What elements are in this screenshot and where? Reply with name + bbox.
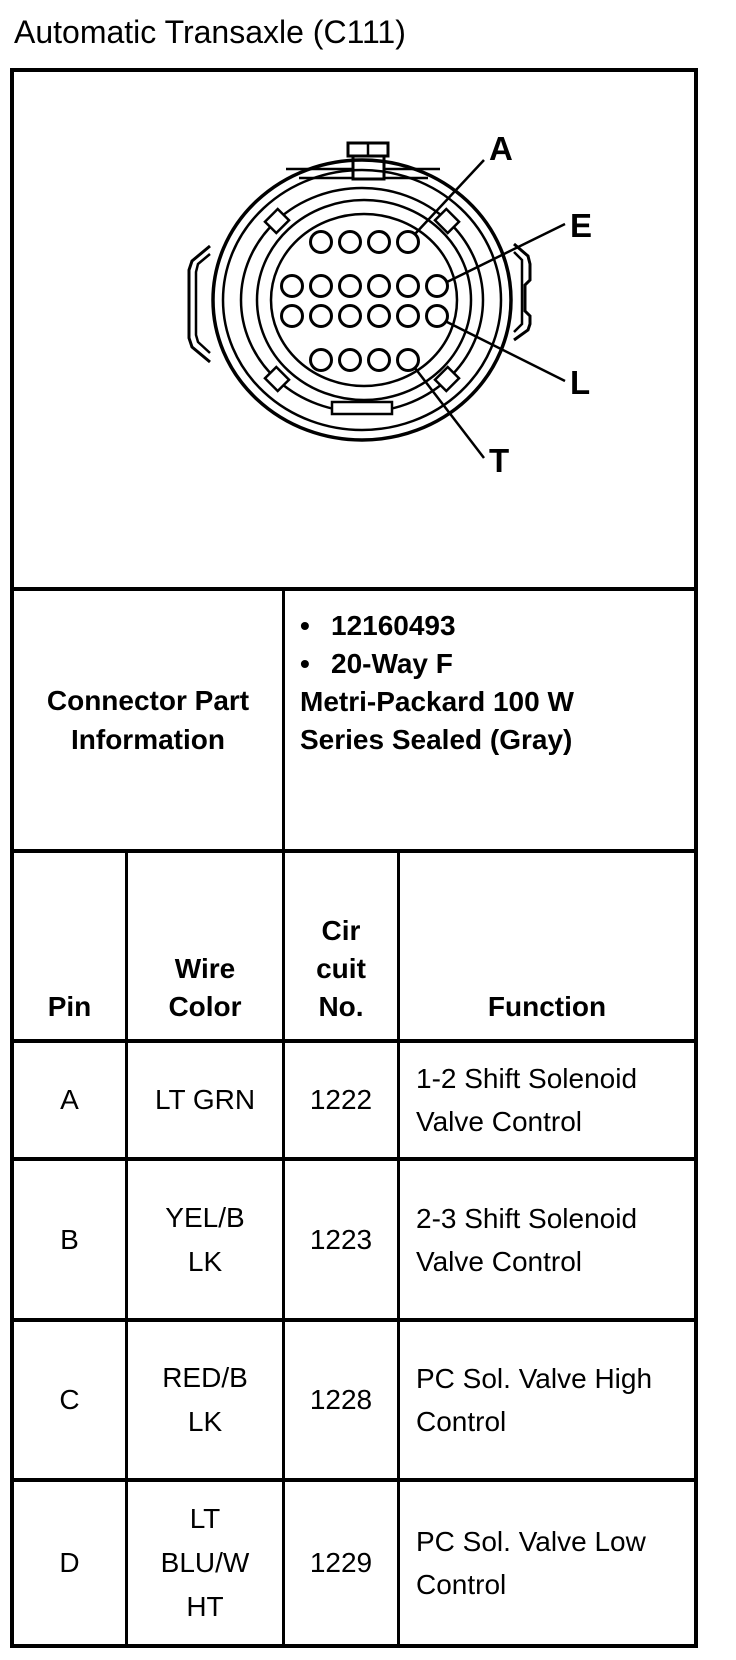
left-wing-tab [187,244,211,364]
pin-a [396,230,420,254]
function-cell: PC Sol. Valve Low Control [397,1482,694,1644]
callout-label-a: A [489,130,513,167]
page-title: Automatic Transaxle (C111) [14,14,406,50]
wire-color-cell: YEL/B LK [125,1161,282,1318]
connector-table: A E L T Connector Part Information •1216… [10,68,698,1648]
callout-label-e: E [570,207,592,244]
circuit-no-cell: 1229 [282,1482,397,1644]
connector-part-info-label: Connector Part Information [46,685,250,755]
connector-part-info-row: Connector Part Information •12160493 •20… [14,587,694,849]
pin-grid [280,230,449,372]
callout-label-t: T [489,442,509,479]
header-function: Function [397,853,694,1039]
pin-cell: A [60,1084,79,1115]
circuit-no-cell: 1222 [282,1043,397,1157]
wire-color-cell: RED/B LK [125,1322,282,1478]
header-pin: Pin [47,991,92,1022]
ring-notches [263,207,461,416]
right-wing-tab [513,242,532,342]
function-cell: 1-2 Shift Solenoid Valve Control [397,1043,694,1157]
connector-diagram: A E L T [187,130,592,479]
callout-leaders [414,159,566,459]
circuit-no-cell: 1223 [282,1161,397,1318]
connector-diagram-cell: A E L T [14,72,694,587]
wire-color-cell: LT GRN [125,1043,282,1157]
header-wire-color: Wire Color [125,853,282,1039]
header-circuit-no: Cir cuit No. [282,853,397,1039]
pin-table-header-row: Pin Wire Color Cir cuit No. Function [14,849,694,1039]
connector-part-info-value: •12160493 •20-Way F Metri-Packard 100 W … [282,591,694,849]
bullet-icon: • [300,648,310,679]
pin-e [425,274,449,298]
table-row-pin-b: B YEL/B LK 1223 2-3 Shift Solenoid Valve… [14,1157,694,1318]
wire-color-cell: LT BLU/W HT [125,1482,282,1644]
pin-l [425,304,449,328]
pin-t [396,348,420,372]
function-cell: PC Sol. Valve High Control [397,1322,694,1478]
top-latch [286,141,440,181]
circuit-no-cell: 1228 [282,1322,397,1478]
table-row-pin-a: A LT GRN 1222 1-2 Shift Solenoid Valve C… [14,1039,694,1157]
pin-cell: C [59,1384,80,1415]
function-cell: 2-3 Shift Solenoid Valve Control [397,1161,694,1318]
bullet-icon: • [300,610,310,641]
pin-cell: D [59,1547,80,1578]
table-row-pin-c: C RED/B LK 1228 PC Sol. Valve High Contr… [14,1318,694,1478]
table-row-pin-d: D LT BLU/W HT 1229 PC Sol. Valve Low Con… [14,1478,694,1644]
callout-label-l: L [570,364,590,401]
pin-cell: B [60,1223,79,1255]
